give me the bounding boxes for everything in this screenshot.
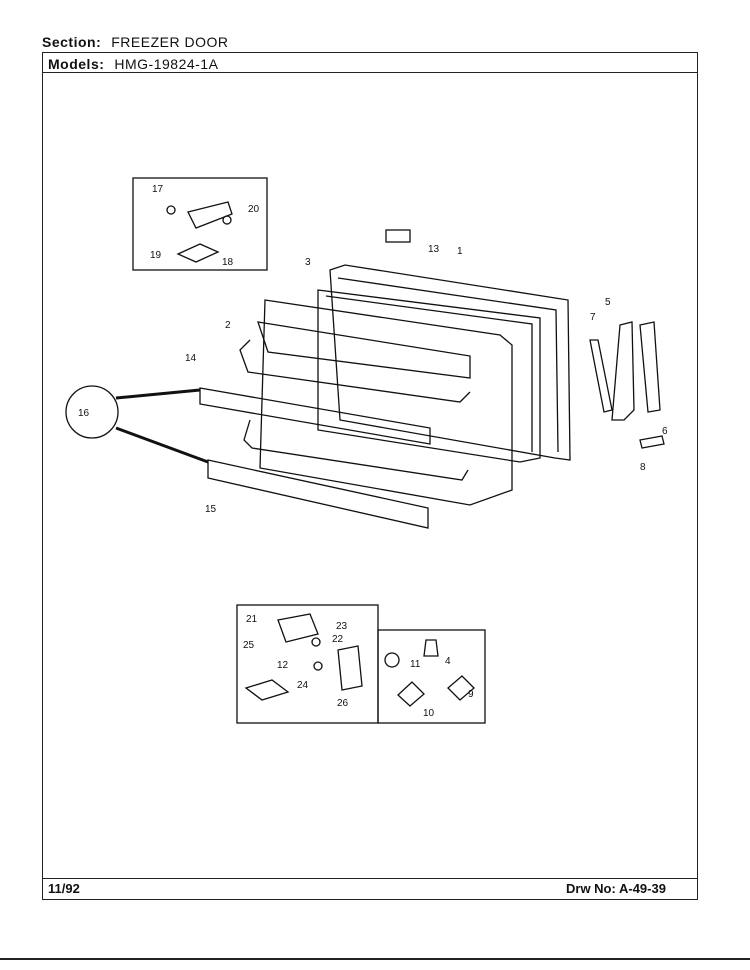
cover-left-part	[397, 681, 425, 707]
drawing-number: A-49-39	[618, 881, 666, 896]
inner-door-liner	[259, 299, 513, 506]
callout-14: 14	[185, 353, 197, 364]
screw-part	[166, 205, 176, 215]
callout-26: 26	[337, 698, 349, 709]
callout-10: 10	[423, 708, 435, 719]
callout-24: 24	[297, 680, 309, 691]
callout-9: 9	[468, 689, 474, 700]
cap-round-part	[384, 652, 400, 668]
page-bottom-rule	[0, 958, 750, 960]
callout-17: 17	[152, 184, 164, 195]
models-divider	[42, 72, 698, 73]
hinge-bracket-part	[244, 679, 290, 701]
drawing-label: Drw No:	[566, 881, 616, 896]
callout-1: 1	[457, 246, 463, 257]
callout-8: 8	[640, 462, 646, 473]
callout-7: 7	[590, 312, 596, 323]
washer-part	[222, 215, 232, 225]
cover-right-part	[447, 675, 475, 701]
callout-3: 3	[305, 257, 311, 268]
upper-shelf-rail	[199, 387, 431, 445]
detail-leader-lines	[115, 388, 209, 464]
label-plate-part	[385, 229, 411, 243]
section-row: Section: FREEZER DOOR	[42, 34, 228, 50]
hinge-plate-part	[176, 243, 220, 263]
models-label: Models:	[48, 56, 105, 72]
drawing-frame	[42, 52, 698, 900]
drawing-number-row: Drw No: A-49-39	[566, 881, 666, 896]
callout-2: 2	[225, 320, 231, 331]
callout-13: 13	[428, 244, 440, 255]
callout-23: 23	[336, 621, 348, 632]
callout-16: 16	[78, 408, 90, 419]
handle-bar-right	[639, 321, 661, 413]
section-value: FREEZER DOOR	[111, 34, 229, 50]
callout-11: 11	[410, 659, 421, 670]
hinge-pin-part	[311, 637, 321, 647]
callout-15: 15	[205, 504, 217, 515]
outer-door-edge	[337, 277, 559, 453]
rail-end-detail-circle	[65, 385, 119, 439]
outer-door-panel	[329, 264, 571, 461]
handle-bar-left	[589, 339, 613, 413]
lower-shelf-rail	[207, 459, 429, 529]
callout-18: 18	[222, 257, 234, 268]
models-row: Models: HMG-19824-1A	[48, 56, 218, 72]
liner-shelf-top	[257, 321, 471, 379]
hinge-inset-box	[132, 177, 268, 271]
liner-lower-ledge	[243, 419, 469, 481]
callout-21: 21	[246, 614, 258, 625]
callout-4: 4	[445, 656, 451, 667]
handle-bar-middle	[611, 321, 635, 421]
caps-inset-box	[377, 629, 486, 724]
callout-6: 6	[662, 426, 668, 437]
liner-upper-ledge	[239, 339, 471, 403]
callout-25: 25	[243, 640, 255, 651]
hinge-shim-part	[337, 645, 363, 691]
door-gasket	[317, 289, 541, 463]
callout-20: 20	[248, 204, 260, 215]
bottom-hinge-part	[277, 613, 319, 643]
models-value: HMG-19824-1A	[114, 56, 219, 72]
callout-19: 19	[150, 250, 162, 261]
callout-22: 22	[332, 634, 344, 645]
bottom-hinge-inset-box	[236, 604, 379, 724]
cap-plug-part	[423, 639, 439, 657]
handle-clip-part	[639, 435, 665, 449]
top-hinge-part	[187, 201, 233, 229]
callout-12: 12	[277, 660, 289, 671]
hinge-washer-part	[313, 661, 323, 671]
gasket-inner-edge	[325, 295, 533, 452]
section-label: Section:	[42, 34, 102, 50]
callout-5: 5	[605, 297, 611, 308]
footer-divider	[42, 878, 698, 879]
footer-date: 11/92	[48, 881, 80, 896]
